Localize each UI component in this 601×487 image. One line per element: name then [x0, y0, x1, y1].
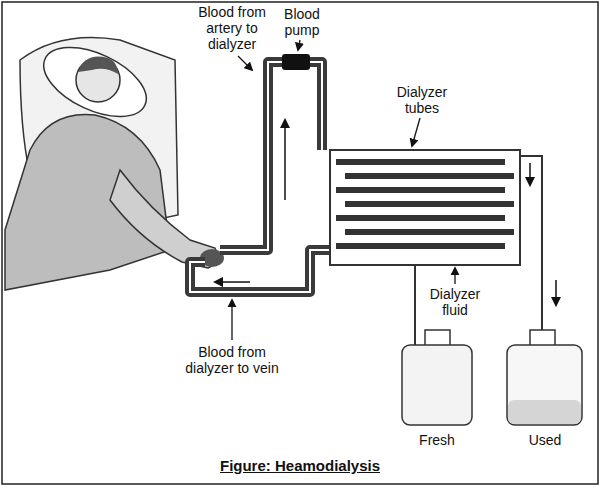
bottle-neck	[530, 330, 555, 346]
part-label: Dialyzer tubes	[387, 84, 457, 116]
dialyzer-tube	[336, 159, 505, 165]
leader-arrow	[298, 40, 300, 50]
flow-arrow	[555, 280, 557, 305]
leader-arrow	[454, 268, 455, 284]
patient-arm	[110, 170, 217, 268]
flow-arrow	[284, 120, 286, 200]
leader-arrow	[231, 300, 232, 340]
dialyzer-tube	[336, 187, 505, 193]
leader-arrow	[412, 118, 420, 146]
dialyzer-tube	[345, 229, 514, 235]
bottle-neck	[425, 330, 450, 346]
dialyzer-tube	[345, 173, 514, 179]
blood-pump	[282, 54, 310, 70]
part-label: Blood from artery to dialyzer	[184, 4, 280, 52]
used-bottle	[507, 345, 582, 425]
part-label: Fresh	[407, 432, 467, 448]
figure-caption: Figure: Heamodialysis	[220, 458, 380, 474]
patient-hair	[78, 57, 118, 74]
used-fluid	[508, 400, 581, 424]
part-label: Dialyzer fluid	[422, 286, 488, 318]
dialyzer-tube	[336, 243, 505, 249]
leader-arrow	[238, 56, 252, 70]
part-label: Blood from dialyzer to vein	[182, 344, 282, 376]
artery-tube	[220, 62, 322, 250]
flow-arrow	[215, 281, 250, 283]
dialyzer-tubes	[336, 162, 514, 246]
fresh-bottle	[402, 345, 472, 425]
dialyzer	[330, 150, 520, 265]
part-label: Used	[515, 432, 575, 448]
dialyzer-tube	[345, 201, 514, 207]
part-label: Blood pump	[272, 6, 332, 38]
dialyzer-tube	[336, 215, 505, 221]
flow-arrow	[529, 163, 531, 185]
vein-tube	[190, 250, 330, 292]
